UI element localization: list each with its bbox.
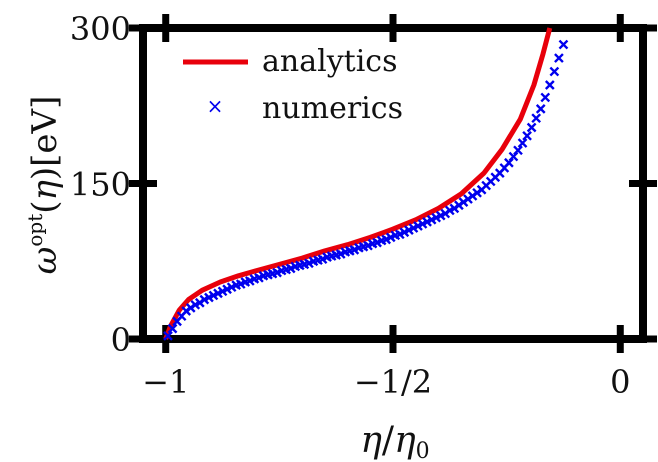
y-tick-label: 300 xyxy=(70,10,131,48)
x-tick-label: 0 xyxy=(610,363,630,401)
legend-label-numerics: numerics xyxy=(262,91,403,126)
x-tick-label: −1 xyxy=(142,363,189,401)
data-point-numerics xyxy=(531,113,542,124)
data-point-numerics xyxy=(535,104,546,114)
data-point-numerics xyxy=(517,138,528,148)
legend-swatch-numerics: × xyxy=(207,94,224,118)
data-point-numerics xyxy=(167,323,178,334)
y-tick-label: 150 xyxy=(70,166,131,204)
x-axis-title: η/η0 xyxy=(360,420,429,462)
y-tick-label: 0 xyxy=(111,321,131,359)
legend-label-analytics: analytics xyxy=(262,44,397,79)
series-line-analytics xyxy=(163,27,553,340)
data-point-numerics xyxy=(544,80,555,90)
data-point-numerics xyxy=(558,39,569,50)
y-axis-title: ωopt(η)[eV] xyxy=(23,96,65,275)
data-point-numerics xyxy=(513,145,523,156)
data-point-numerics xyxy=(526,122,537,133)
data-point-numerics xyxy=(540,92,551,103)
data-point-numerics xyxy=(163,331,173,341)
axis-ticks: −1 −1/2 0 0 150 300 xyxy=(70,10,657,401)
legend: analytics × numerics xyxy=(183,44,403,126)
series-layer xyxy=(163,27,569,341)
svg-text:η/η0: η/η0 xyxy=(360,420,429,462)
data-point-numerics xyxy=(549,66,560,77)
data-point-numerics xyxy=(522,130,532,141)
x-tick-label: −1/2 xyxy=(354,363,432,401)
data-point-numerics xyxy=(554,53,564,63)
svg-text:ωopt(η)[eV]: ωopt(η)[eV] xyxy=(23,96,65,275)
